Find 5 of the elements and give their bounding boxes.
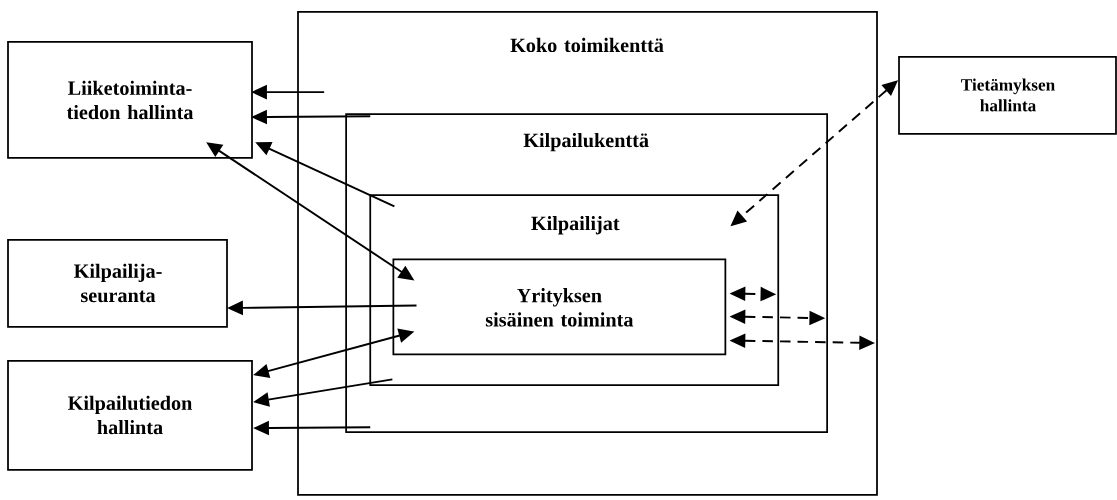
process-box: Tietämyksen hallinta: [898, 56, 1117, 135]
process-box: Kilpailija- seuranta: [7, 239, 228, 328]
process-box: Kilpailutiedon hallinta: [7, 360, 253, 471]
process-box: Liiketoiminta- tiedon hallinta: [7, 41, 253, 159]
process-box: Yrityksen sisäinen toiminta: [392, 258, 727, 356]
